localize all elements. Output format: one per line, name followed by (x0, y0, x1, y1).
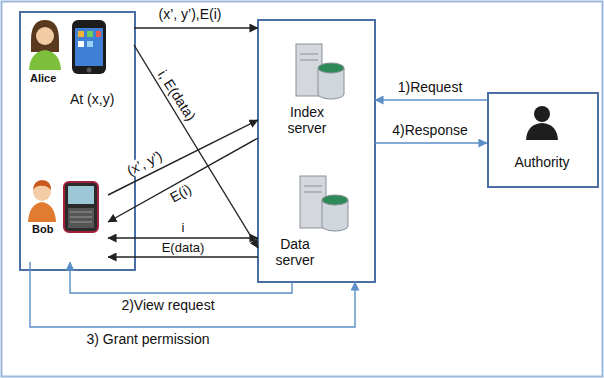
node-label: Bob (32, 223, 66, 236)
alice-figure (29, 20, 61, 70)
node-label: Authority (489, 154, 595, 170)
bob-figure (28, 180, 56, 222)
edge-label: E(i) (166, 181, 196, 207)
connector-arrow (70, 262, 292, 293)
connector-arrow (108, 237, 258, 238)
authority-box: Authority (487, 92, 599, 188)
server-node: Data server (258, 160, 375, 282)
server-node: Index server (258, 20, 375, 150)
node-label: At (x,y) (70, 91, 130, 107)
edge-label: 1)Request (396, 80, 465, 95)
blackberry-icon (64, 182, 98, 232)
connector-arrow (134, 45, 258, 248)
user-node: AliceAt (x,y) (24, 16, 134, 112)
connector-arrow (375, 99, 487, 100)
edge-label: (x’, y’) (123, 148, 167, 180)
authority-figure (526, 106, 558, 140)
edge-label: E(data) (160, 241, 207, 255)
node-label: Data server (264, 236, 326, 268)
edge-label: i (180, 221, 187, 235)
connector-arrow (108, 138, 258, 222)
connector-arrow (134, 27, 258, 28)
index-server-icon (296, 44, 344, 99)
users-frame (20, 12, 135, 270)
node-label: Alice (30, 72, 70, 85)
iphone-icon (72, 20, 106, 74)
user-node: Bob (24, 176, 108, 262)
node-label: Index server (276, 104, 338, 136)
connector-arrow (375, 142, 487, 143)
edge-label: 2)View request (119, 298, 216, 313)
connector-arrow (30, 262, 355, 327)
connector-arrow (108, 256, 258, 257)
data-server-icon (300, 176, 348, 231)
server-frame (258, 20, 375, 282)
edge-label: 4)Response (390, 123, 470, 138)
edge-label: i, E(data) (153, 66, 199, 125)
edge-label: (x’, y’),E(i) (157, 7, 224, 22)
edge-label: 3) Grant permission (85, 332, 212, 347)
